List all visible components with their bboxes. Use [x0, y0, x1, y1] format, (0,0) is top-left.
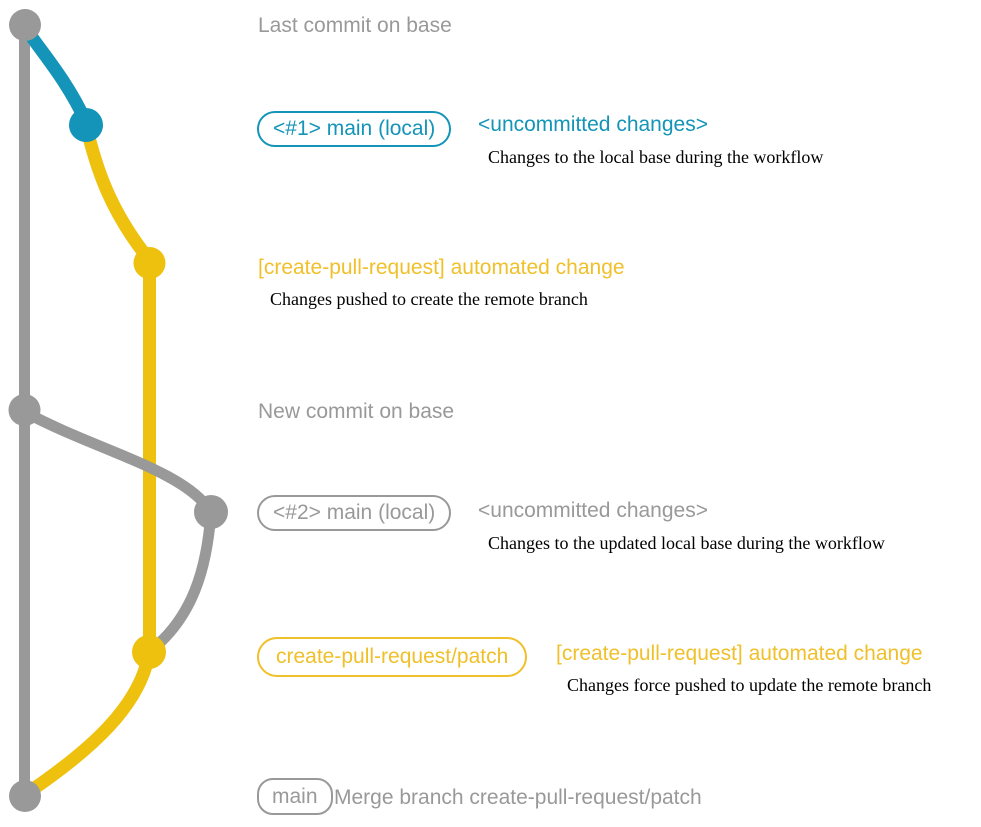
branch-badge-main-local-2-label: <#2> main (local) [273, 501, 436, 524]
note-automated-change-2: Changes force pushed to update the remot… [567, 675, 932, 695]
commit-dot-uncommitted-2 [194, 495, 228, 529]
commit-dot-merge [9, 780, 41, 812]
uncommitted-1-branch-curve [18, 20, 93, 129]
note-uncommitted-changes-2: Changes to the updated local base during… [488, 533, 885, 553]
commit-dot-uncommitted-1 [69, 108, 103, 142]
commit-dot-automated-2 [132, 635, 166, 669]
branch-badge-main-label: main [272, 784, 318, 808]
branch-badge-create-pull-request-patch: create-pull-request/patch [257, 637, 528, 677]
note-automated-change-1: Changes pushed to create the remote bran… [270, 289, 588, 309]
rebase-onto-patch-curve [143, 506, 217, 658]
label-last-commit-on-base: Last commit on base [258, 14, 452, 37]
label-automated-change-1: [create-pull-request] automated change [258, 256, 625, 279]
branch-badge-main-local-1: <#1> main (local) [257, 111, 452, 147]
commit-dot-last-base [9, 9, 41, 41]
label-automated-change-2: [create-pull-request] automated change [556, 642, 923, 665]
label-merge-branch: Merge branch create-pull-request/patch [334, 786, 702, 809]
label-uncommitted-changes-1: <uncommitted changes> [478, 113, 708, 136]
label-new-commit-on-base: New commit on base [258, 400, 455, 423]
commit-dot-new-base [8, 394, 41, 426]
branch-badge-create-pull-request-patch-label: create-pull-request/patch [276, 645, 509, 668]
note-uncommitted-changes-1: Changes to the local base during the wor… [488, 147, 824, 167]
commit-dot-automated-1 [133, 247, 166, 279]
branch-badge-main-local-2: <#2> main (local) [257, 495, 452, 531]
uncommitted-2-branch-curve [19, 406, 217, 518]
label-uncommitted-changes-2: <uncommitted changes> [478, 499, 708, 522]
branch-badge-main-local-1-label: <#1> main (local) [273, 117, 436, 140]
branch-badge-main: main [257, 778, 333, 815]
